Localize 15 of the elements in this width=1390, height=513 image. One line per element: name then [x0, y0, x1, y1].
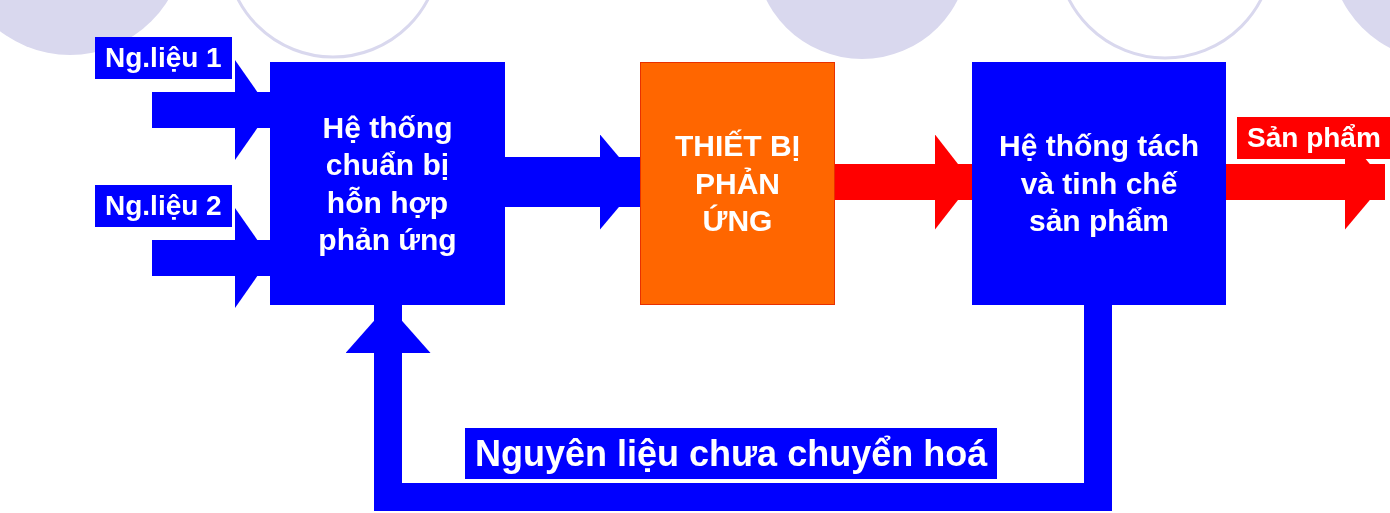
- block-arrow: [152, 208, 270, 308]
- block-arrow: [152, 60, 270, 160]
- process-box: [270, 62, 505, 305]
- block-arrow: [835, 134, 972, 230]
- edge-label: Nguyên liệu chưa chuyển hoá: [465, 428, 998, 480]
- block-arrow: [345, 305, 1112, 511]
- edge-label: Ng.liệu 2: [95, 185, 232, 227]
- process-label: THIẾT BỊ PHẢN ỨNG: [674, 128, 801, 240]
- edge-label: Sản phẩm: [1237, 117, 1390, 159]
- process-label: Hệ thống chuẩn bị hỗn hợp phản ứng: [317, 109, 458, 258]
- block-arrow: [505, 134, 640, 230]
- process-label: Hệ thống tách và tinh chế sản phẩm: [998, 128, 1200, 240]
- edge-label: Ng.liệu 1: [95, 37, 232, 79]
- process-box: [972, 62, 1226, 305]
- process-box: [640, 62, 835, 305]
